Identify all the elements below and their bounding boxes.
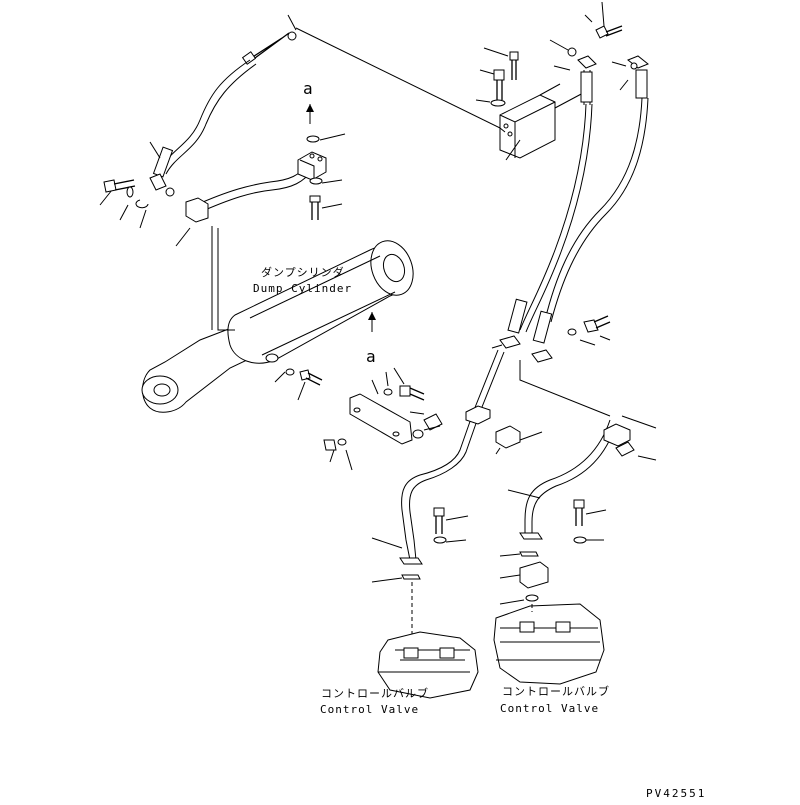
view-marker-mid: a [366, 312, 376, 366]
pipe-link-top [295, 27, 506, 133]
dump-cylinder-label-en: Dump Cylinder [253, 282, 352, 295]
hoses-top-right [549, 1, 649, 105]
long-hoses [499, 97, 649, 363]
leader-lines-top-left [99, 14, 297, 229]
control-valve-left-label-jp: コントロールバルブ [321, 686, 429, 700]
view-marker-mid-label: a [366, 347, 376, 366]
block-right-valve [499, 561, 549, 605]
view-marker-top-label: a [303, 79, 313, 98]
fitting-center [495, 425, 543, 455]
dump-cylinder-label-jp: ダンプシリンダ [261, 265, 345, 279]
dump-cylinder: ダンプシリンダ Dump Cylinder [141, 240, 414, 413]
pipe-rigid-right [499, 360, 657, 557]
pipe-rigid-left [371, 349, 505, 640]
pipe-block-to-cylinder [211, 226, 235, 331]
control-valve-left-label-en: Control Valve [320, 703, 419, 716]
bolt-under-cylinder [274, 368, 323, 401]
bolt-right-mid [491, 315, 611, 349]
drawing-code: PV42551 [646, 787, 706, 800]
control-valve-left: コントロールバルブ Control Valve [320, 631, 479, 716]
control-valve-right: コントロールバルブ Control Valve [493, 603, 610, 715]
control-valve-right-label-en: Control Valve [500, 702, 599, 715]
bracket-middle [323, 367, 443, 471]
hose-top-left [149, 31, 297, 197]
view-marker-top: a [303, 79, 314, 124]
control-valve-right-label-jp: コントロールバルブ [502, 684, 610, 698]
bolt-top-center [475, 47, 519, 107]
bolt-left [103, 179, 149, 209]
pipe-block-upper [175, 133, 346, 247]
bracket-top-right [499, 83, 586, 161]
